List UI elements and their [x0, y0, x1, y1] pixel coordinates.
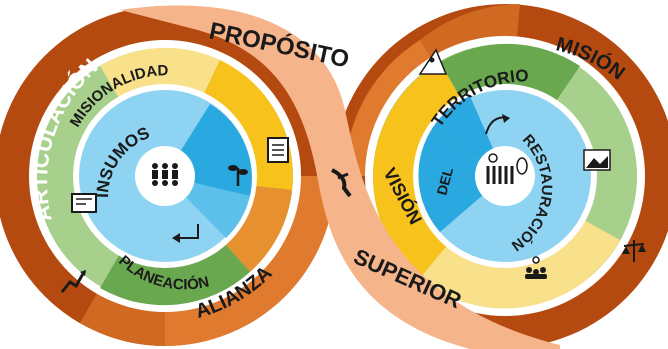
refresh-arrow-icon: [485, 114, 510, 135]
balance-scale-icon: [622, 240, 646, 262]
mountain-climber-icon: [418, 48, 448, 75]
blueprint-icon: [71, 193, 97, 213]
label-del: DEL: [433, 165, 456, 197]
refresh-arrow-icon: [172, 224, 199, 243]
checklist-icon: [267, 137, 289, 163]
landscape-map-icon: [583, 149, 611, 171]
idea-people-icon: [525, 256, 547, 279]
growth-chart-icon: [60, 270, 86, 293]
community-nature-icon: [486, 153, 528, 184]
handshake-icon: [331, 168, 352, 198]
people-group-icon: [152, 163, 178, 186]
seedling-icon: [228, 165, 248, 186]
